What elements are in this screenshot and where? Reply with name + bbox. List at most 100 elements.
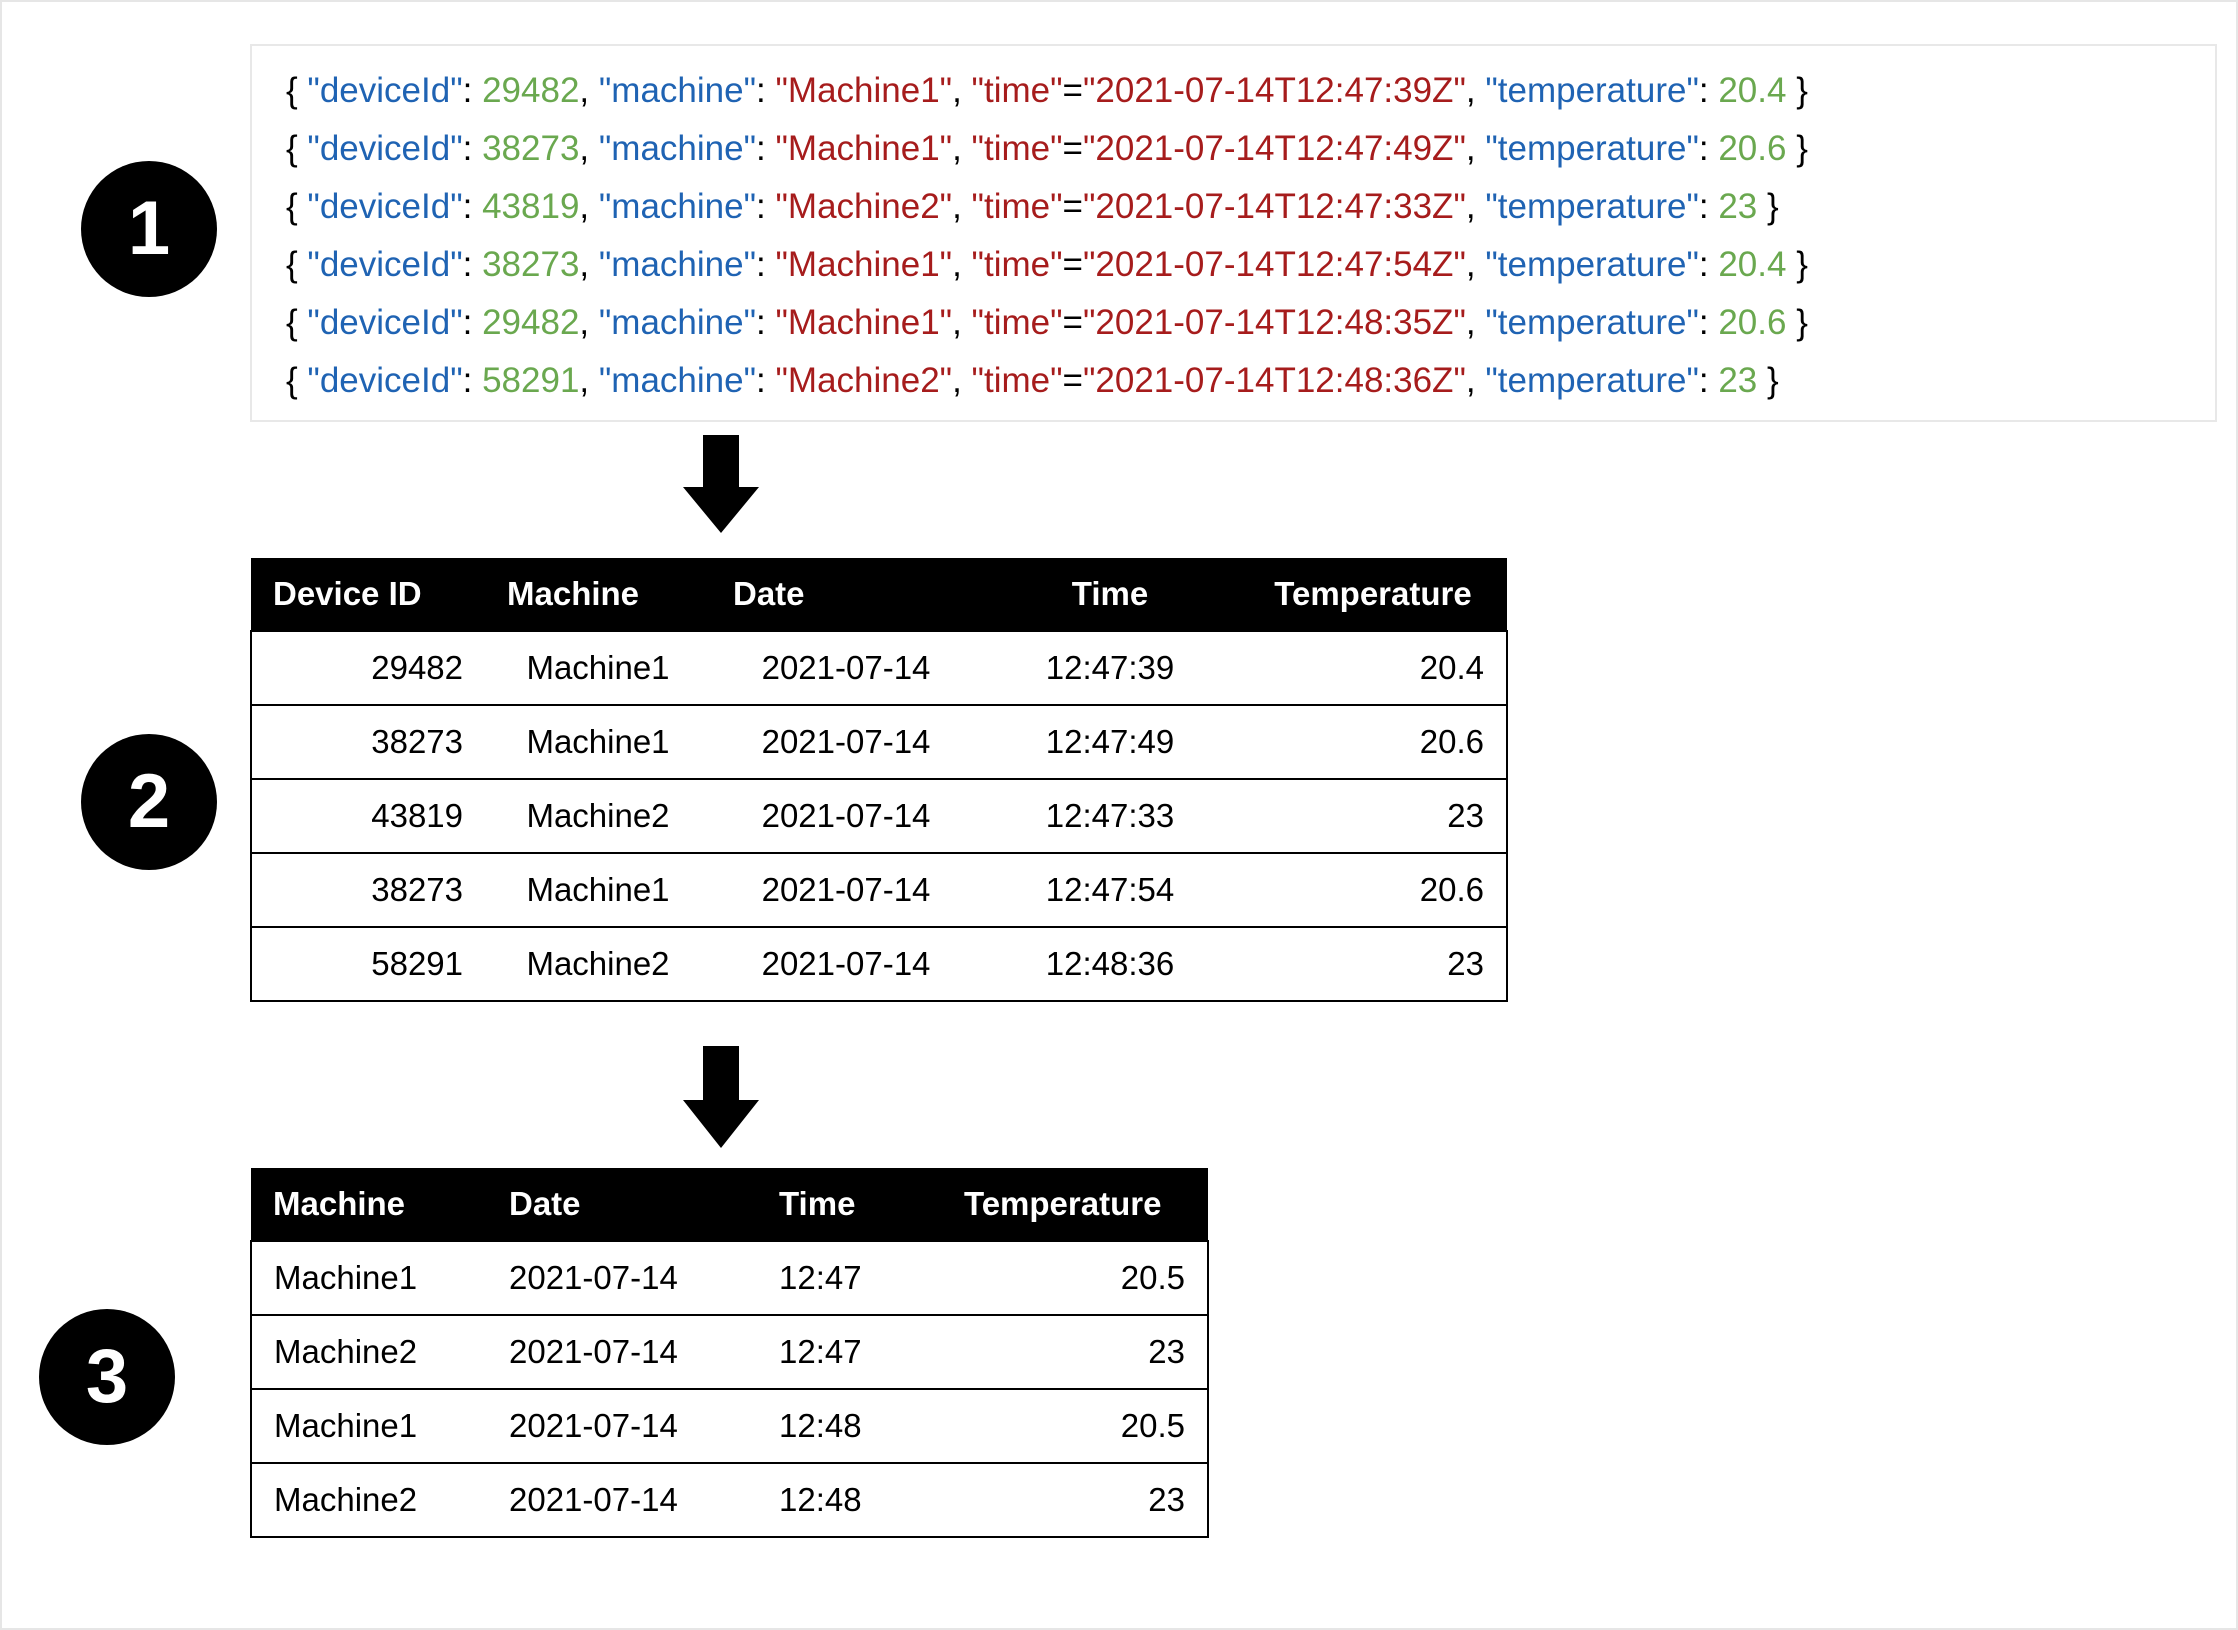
json-comma2: , [952, 303, 972, 342]
column-header-time: Time [757, 1168, 942, 1241]
json-time: "2021-07-14T12:47:33Z" [1082, 187, 1466, 226]
table-cell: 29482 [250, 630, 485, 706]
table-cell: 23 [942, 1314, 1209, 1390]
table-cell: 2021-07-14 [487, 1462, 757, 1538]
table-cell: 23 [1239, 778, 1508, 854]
json-close: } [1786, 71, 1808, 110]
json-time: "2021-07-14T12:47:49Z" [1082, 129, 1466, 168]
json-equals: = [1062, 245, 1083, 284]
column-header-date: Date [711, 558, 981, 631]
column-header-temperature: Temperature [942, 1168, 1208, 1241]
json-equals: = [1062, 303, 1083, 342]
table-cell: Machine2 [485, 926, 711, 1002]
json-close: } [1786, 245, 1808, 284]
json-colon1: : [462, 129, 483, 168]
json-key-temperature: "temperature" [1485, 187, 1699, 226]
json-open: { [286, 361, 308, 400]
json-close: } [1786, 303, 1808, 342]
json-colon3: : [1698, 245, 1719, 284]
json-comma3: , [1465, 187, 1486, 226]
json-equals: = [1062, 361, 1083, 400]
json-colon1: : [462, 303, 483, 342]
json-colon2: : [756, 187, 776, 226]
json-comma2: , [952, 245, 972, 284]
json-colon2: : [756, 245, 776, 284]
table-cell: 12:47:54 [981, 852, 1239, 928]
json-key-temperature: "temperature" [1485, 361, 1699, 400]
table-cell: Machine2 [485, 778, 711, 854]
json-time: "2021-07-14T12:48:36Z" [1082, 361, 1466, 400]
json-device-id: 58291 [482, 361, 580, 400]
json-key-device: "deviceId" [307, 187, 463, 226]
json-comma3: , [1465, 303, 1486, 342]
table-cell: 2021-07-14 [711, 926, 981, 1002]
json-colon3: : [1698, 129, 1719, 168]
json-comma3: , [1465, 71, 1486, 110]
json-close: } [1786, 129, 1808, 168]
json-record-line: { "deviceId": 29482, "machine": "Machine… [286, 294, 2215, 352]
table-cell: 20.4 [1239, 630, 1508, 706]
json-machine: "Machine1" [775, 303, 953, 342]
table-cell: 12:48 [757, 1462, 942, 1538]
json-comma1: , [579, 129, 599, 168]
table-cell: Machine2 [250, 1314, 487, 1390]
table-cell: 38273 [250, 704, 485, 780]
json-device-id: 38273 [482, 129, 580, 168]
json-colon2: : [756, 129, 776, 168]
table-cell: 2021-07-14 [711, 778, 981, 854]
json-open: { [286, 245, 308, 284]
json-temperature: 20.6 [1718, 303, 1787, 342]
json-record-line: { "deviceId": 29482, "machine": "Machine… [286, 62, 2215, 120]
raw-json-panel: { "deviceId": 29482, "machine": "Machine… [250, 44, 2217, 422]
json-record-line: { "deviceId": 38273, "machine": "Machine… [286, 236, 2215, 294]
json-comma3: , [1465, 361, 1486, 400]
json-close: } [1757, 187, 1779, 226]
json-temperature: 23 [1718, 361, 1758, 400]
flow-arrow-down-2 [683, 1046, 759, 1148]
table-cell: 20.5 [942, 1240, 1209, 1316]
json-key-time: "time" [971, 129, 1063, 168]
json-colon2: : [756, 303, 776, 342]
table-cell: 12:47:33 [981, 778, 1239, 854]
table-cell: 23 [942, 1462, 1209, 1538]
json-temperature: 20.4 [1718, 245, 1787, 284]
json-key-machine: "machine" [598, 187, 757, 226]
json-device-id: 38273 [482, 245, 580, 284]
column-header-machine: Machine [251, 1168, 487, 1241]
json-key-machine: "machine" [598, 71, 757, 110]
json-key-machine: "machine" [598, 303, 757, 342]
table-cell: 2021-07-14 [711, 630, 981, 706]
json-machine: "Machine1" [775, 129, 953, 168]
json-close: } [1757, 361, 1779, 400]
step-badge-2: 2 [81, 734, 217, 870]
json-machine: "Machine2" [775, 187, 953, 226]
column-header-machine: Machine [485, 558, 711, 631]
table-cell: 2021-07-14 [711, 852, 981, 928]
column-header-date: Date [487, 1168, 757, 1241]
json-open: { [286, 71, 308, 110]
json-key-temperature: "temperature" [1485, 303, 1699, 342]
json-comma3: , [1465, 129, 1486, 168]
table-cell: 12:47 [757, 1314, 942, 1390]
json-key-time: "time" [971, 187, 1063, 226]
json-key-machine: "machine" [598, 129, 757, 168]
json-comma2: , [952, 129, 972, 168]
step-badge-1: 1 [81, 161, 217, 297]
json-colon1: : [462, 245, 483, 284]
json-record-line: { "deviceId": 43819, "machine": "Machine… [286, 178, 2215, 236]
json-record-line: { "deviceId": 58291, "machine": "Machine… [286, 352, 2215, 410]
table-cell: 43819 [250, 778, 485, 854]
json-comma1: , [579, 71, 599, 110]
json-comma2: , [952, 71, 972, 110]
json-key-device: "deviceId" [307, 245, 463, 284]
json-colon3: : [1698, 187, 1719, 226]
